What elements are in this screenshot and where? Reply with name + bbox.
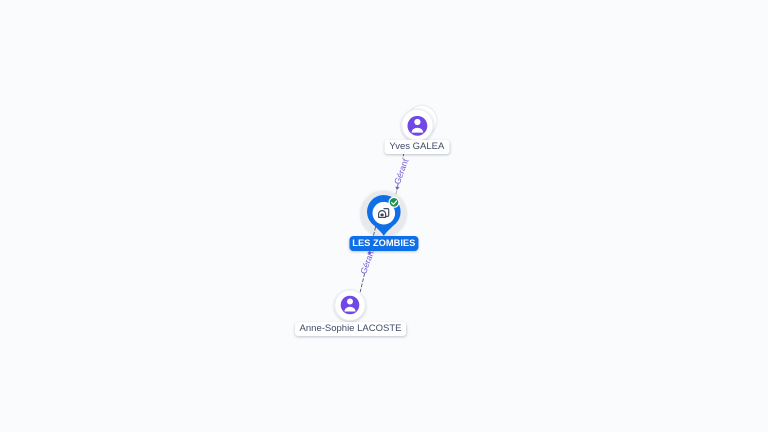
svg-text:Gérant: Gérant <box>358 247 377 276</box>
svg-text:Gérant: Gérant <box>392 157 411 186</box>
